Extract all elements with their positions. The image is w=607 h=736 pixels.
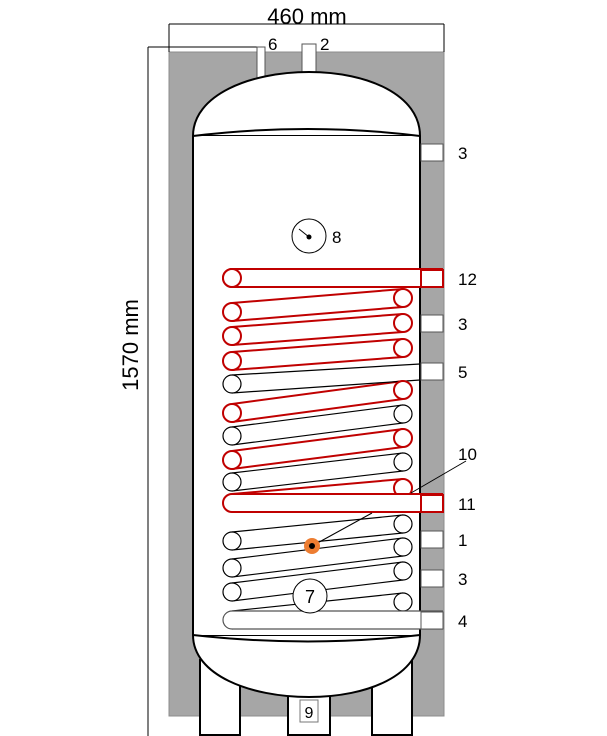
coil-turn (222, 302, 242, 322)
coil-turn (222, 403, 242, 423)
port-4 (420, 611, 444, 630)
drain-9-box (299, 699, 319, 723)
coil-segment (231, 313, 404, 328)
coil-turn (222, 374, 242, 394)
height-dimension (147, 46, 258, 736)
coil-segment (231, 514, 404, 533)
coil-turn (393, 338, 413, 358)
sensor-7 (292, 578, 328, 614)
coil-segment (231, 306, 404, 322)
coil-turn (222, 531, 242, 551)
coil-turn (222, 268, 242, 288)
port-12-label: 12 (458, 270, 477, 289)
coil-bar-12 (222, 268, 443, 288)
coil-segment (231, 356, 404, 371)
coil-segment (231, 380, 404, 405)
port-3-low (420, 569, 444, 588)
coil-turn (393, 288, 413, 308)
height-label: 1570 mm (118, 299, 143, 391)
leader-line-10-lower (311, 512, 373, 547)
coil-segment (231, 452, 404, 474)
leader-line-10 (410, 460, 467, 494)
label-6: 6 (268, 35, 277, 54)
coil-segment (231, 428, 404, 452)
label-7: 7 (305, 587, 315, 607)
drain-9-label: 9 (305, 705, 314, 722)
port-3-top (420, 143, 444, 162)
coil-segment (231, 422, 404, 446)
coil-bar-11 (222, 493, 443, 513)
coil-segment (231, 363, 421, 376)
coil-segment (231, 404, 404, 428)
coil-segment (231, 446, 404, 470)
tank-outline (192, 128, 421, 643)
label-10: 10 (458, 445, 477, 464)
port-3-mid (420, 314, 444, 333)
port-4-label: 4 (458, 612, 467, 631)
coil-turn (222, 558, 242, 578)
coil-turn (222, 472, 242, 492)
pipe-2 (301, 43, 317, 75)
coil-turn (393, 380, 413, 400)
port-11 (420, 494, 444, 513)
coil-segment (231, 398, 404, 423)
coil-turn (393, 313, 413, 333)
tank-top-cap (191, 70, 422, 137)
coil-segment (231, 379, 421, 394)
coil-segment (231, 561, 404, 584)
coil-segment (231, 478, 404, 495)
coil-segment (231, 470, 404, 492)
coil-turn (393, 561, 413, 581)
coil-turn (222, 426, 242, 446)
port-3-mid-label: 3 (458, 315, 467, 334)
coil-turn (393, 514, 413, 534)
port-3-top-label: 3 (458, 144, 467, 163)
width-label: 460 mm (267, 4, 346, 29)
tank-bottom-cap (191, 634, 422, 699)
port-5-label: 5 (458, 363, 467, 382)
label-8: 8 (332, 228, 341, 247)
heat-exchanger-coils (222, 268, 443, 630)
coil-turn (393, 428, 413, 448)
coil-turn (393, 592, 413, 612)
coil-turn (222, 326, 242, 346)
coil-turn (222, 351, 242, 371)
port-3-low-label: 3 (458, 570, 467, 589)
coil-turn (222, 582, 242, 602)
port-5 (420, 362, 444, 381)
thermometer-center (306, 234, 312, 240)
coil-turn (393, 452, 413, 472)
coil-segment (231, 338, 404, 353)
port-1 (420, 530, 444, 549)
coil-bar-4 (222, 610, 443, 630)
coil-segment (231, 555, 404, 578)
port-1-label: 1 (458, 531, 467, 550)
coil-turn (393, 537, 413, 557)
coil-turn (222, 450, 242, 470)
temperature-sensor-dot (309, 543, 315, 549)
coil-turn (393, 404, 413, 424)
label-2: 2 (320, 35, 329, 54)
coil-segment (231, 331, 404, 346)
coil-segment (231, 288, 404, 304)
port-12 (420, 269, 444, 288)
port-11-label: 11 (458, 495, 476, 514)
